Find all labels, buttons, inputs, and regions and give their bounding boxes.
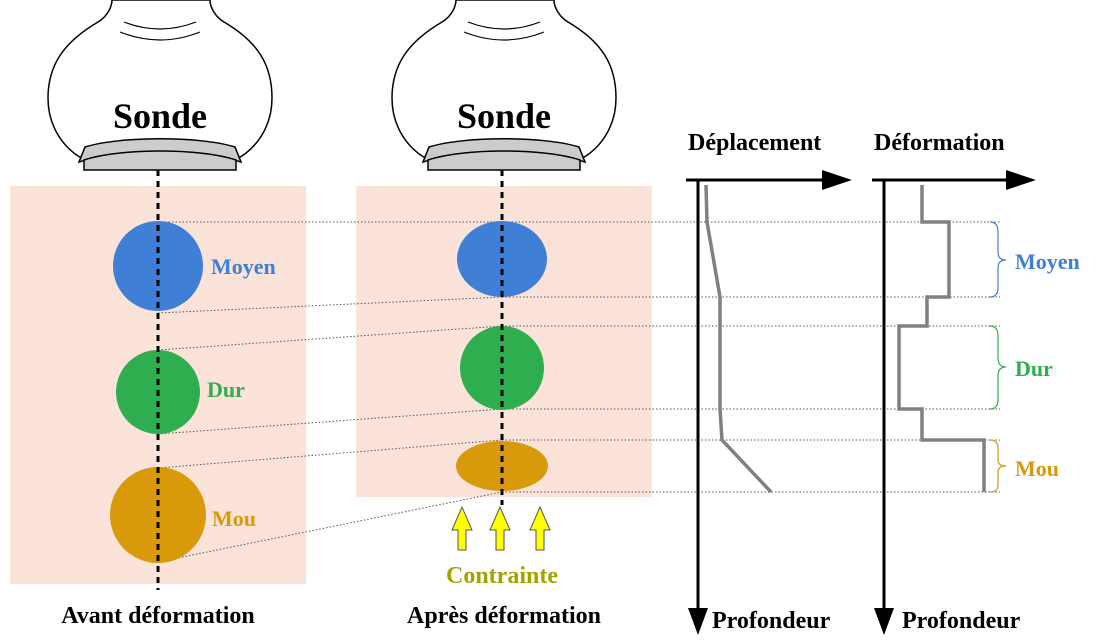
guide-line-soft-bottom <box>157 491 503 563</box>
displacement-axis-label: Profondeur <box>712 608 831 634</box>
probe-after-wave-2 <box>463 31 545 41</box>
probe-before-wave-1 <box>123 21 197 30</box>
stress-arrows <box>451 505 551 551</box>
displacement-x-arrow <box>822 170 852 190</box>
label-hard-before: Dur <box>207 377 245 402</box>
caption-after: Après déformation <box>407 603 601 629</box>
stress-arrow-1 <box>451 505 473 551</box>
guide-line-soft-top <box>157 439 503 469</box>
brace-soft <box>989 439 1007 493</box>
displacement-title: Déplacement <box>688 130 821 156</box>
probe-before-wave-2 <box>119 31 201 41</box>
brace-medium <box>989 221 1007 298</box>
probe-after-wave-1 <box>467 21 541 30</box>
displacement-plot: Déplacement Profondeur <box>686 130 852 635</box>
label-medium-strain: Moyen <box>1015 249 1080 274</box>
probe-after-label: Sonde <box>457 96 551 136</box>
label-hard-strain: Dur <box>1015 356 1053 381</box>
guide-lines <box>157 221 1000 563</box>
strain-axis-label: Profondeur <box>902 608 1021 634</box>
guide-line-hard-bottom <box>157 408 503 435</box>
strain-depth-arrow <box>874 608 894 635</box>
label-soft-before: Mou <box>212 506 256 531</box>
strain-plot: Déformation Profondeur <box>872 130 1036 635</box>
guide-line-hard-top <box>157 325 503 351</box>
stress-label: Contrainte <box>446 563 558 589</box>
displacement-curve <box>704 184 773 494</box>
probe-before-label: Sonde <box>113 96 207 136</box>
guide-line-medium-bottom <box>157 296 503 314</box>
caption-before: Avant déformation <box>61 603 255 629</box>
label-medium-before: Moyen <box>211 254 276 279</box>
label-soft-strain: Mou <box>1015 456 1059 481</box>
strain-x-arrow <box>1006 170 1036 190</box>
inclusion-soft-after <box>456 441 548 491</box>
inclusion-medium-before <box>113 221 203 311</box>
probe-before: Sonde <box>47 0 273 171</box>
stress-arrow-3 <box>529 505 551 551</box>
strain-curve <box>897 185 986 492</box>
brace-hard <box>989 325 1007 410</box>
stress-arrow-2 <box>489 505 511 551</box>
probe-after: Sonde <box>391 0 617 171</box>
strain-title: Déformation <box>874 130 1005 156</box>
displacement-depth-arrow <box>688 608 708 635</box>
